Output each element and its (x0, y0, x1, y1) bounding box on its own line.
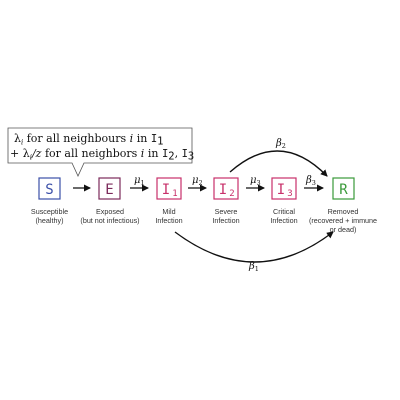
state-label-line2: (healthy) (36, 216, 64, 225)
rate-beta3: β3 (305, 175, 316, 187)
callout-bubble (7, 127, 193, 177)
state-letter: I (162, 182, 170, 198)
callout-line-1: λi for all neighbours i in I1 (14, 132, 163, 148)
rate-mu3: μ3 (250, 175, 261, 187)
state-box (271, 177, 297, 200)
state-label-line2: Infection (212, 216, 239, 225)
state-label-line3: or dead) (330, 225, 357, 234)
state-subscript: 1 (172, 189, 177, 199)
rate-beta1: β1 (248, 261, 259, 273)
state-box (38, 177, 61, 200)
state-label-line2: Infection (155, 216, 182, 225)
infection-rate-callout: λi for all neighbours i in I1 + λi/z for… (7, 127, 194, 177)
state-I2: I 2 Severe Infection (212, 177, 240, 225)
state-label-line2: Infection (270, 216, 297, 225)
arrow-I1-to-R-curved (174, 231, 334, 263)
state-label-line1: Severe (215, 207, 238, 216)
state-subscript: 2 (229, 189, 234, 199)
callout-line-2: + λi/z for all neighbors i in I2, I3 (10, 147, 194, 163)
state-box (332, 177, 355, 200)
state-label-line1: Critical (273, 207, 295, 216)
state-label-line1: Removed (328, 207, 359, 216)
state-letter: I (277, 182, 285, 198)
rate-beta2: β2 (275, 138, 286, 150)
arrow-I2-to-R-curved (229, 150, 328, 177)
state-box (156, 177, 182, 200)
rate-mu2: μ2 (192, 175, 203, 187)
state-I1: I 1 Mild Infection (155, 177, 183, 225)
state-label-line2: (but not infectious) (80, 216, 139, 225)
state-label-line2: (recovered + immune (309, 216, 377, 225)
state-letter: I (219, 182, 227, 198)
state-S: S Susceptible (healthy) (31, 177, 68, 225)
rate-mu1: μ1 (134, 175, 145, 187)
state-R: R Removed (recovered + immune or dead) (309, 177, 377, 234)
state-letter: R (339, 182, 348, 198)
state-label-line1: Exposed (96, 207, 124, 216)
state-E: E Exposed (but not infectious) (80, 177, 140, 225)
state-subscript: 3 (287, 189, 292, 199)
state-box (213, 177, 239, 200)
state-box (98, 177, 121, 200)
state-letter: E (105, 182, 113, 198)
state-label-line1: Mild (162, 207, 175, 216)
state-letter: S (45, 182, 53, 198)
state-label-line1: Susceptible (31, 207, 68, 216)
state-I3: I 3 Critical Infection (270, 177, 298, 225)
